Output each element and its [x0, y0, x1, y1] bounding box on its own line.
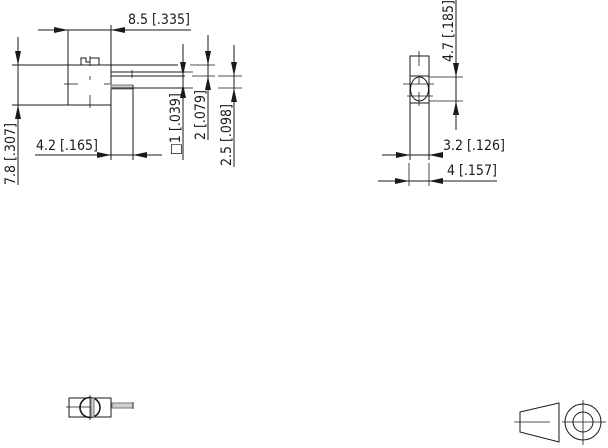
dim-pin-square: □1 [.039]	[168, 93, 184, 155]
dim-pin-offset: 4.2 [.165]	[36, 138, 98, 154]
dim-pin-spacing: 2 [.079]	[193, 90, 209, 140]
dim-outer-width: 4 [.157]	[447, 163, 497, 179]
dim-inner-width: 3.2 [.126]	[443, 138, 505, 154]
dim-overall-height: 7.8 [.307]	[3, 123, 19, 185]
dim-height-to-center: 4.7 [.185]	[441, 0, 457, 62]
dim-pin-position: 2.5 [.098]	[219, 104, 235, 166]
projection-symbol	[514, 400, 606, 445]
dim-overall-length: 8.5 [.335]	[128, 12, 190, 28]
top-view-symbol	[66, 395, 134, 420]
side-view: 8.5 [.335] 7.8 [.307] 4.2 [.165] □1 [.03…	[3, 12, 242, 185]
front-view: 4.7 [.185] 3.2 [.126] 4 [.157]	[378, 0, 505, 186]
